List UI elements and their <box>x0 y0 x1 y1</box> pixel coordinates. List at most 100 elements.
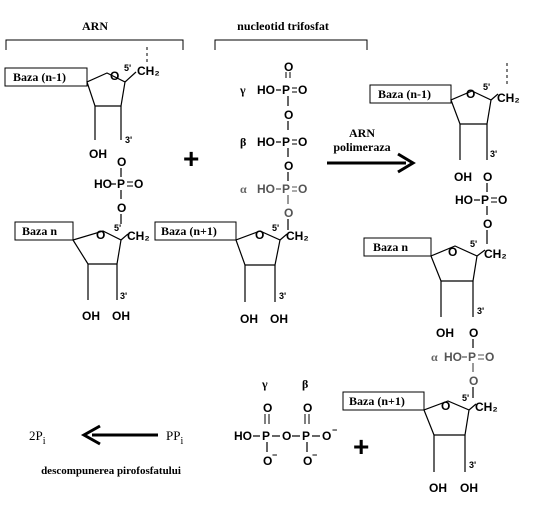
beta-o-double: O <box>298 135 307 149</box>
base-box-n <box>363 237 432 257</box>
ch2-label: CH₂ <box>137 64 160 78</box>
rna-nucleotide-n-minus-1: Baza (n-1) O 5' CH₂ OH 3' O HO P O O <box>4 46 160 224</box>
label-3-prime: 3' <box>120 291 127 301</box>
gamma-ho: HO <box>257 83 275 97</box>
ch2-label: CH₂ <box>497 91 520 105</box>
ring-oxygen: O <box>255 228 264 242</box>
base-label-n-plus-1: Baza (n+1) <box>349 394 405 408</box>
pp-o-top-1: O <box>263 401 272 415</box>
pp-o-bridge: O <box>282 429 291 443</box>
o-3-prime: O <box>469 326 478 340</box>
label-3-prime: 3' <box>279 291 286 301</box>
oh-3-prime: OH <box>112 309 130 323</box>
gamma-label: γ <box>261 377 268 391</box>
label-3-prime: 3' <box>477 306 484 316</box>
phosphate-ho: HO <box>94 177 112 191</box>
base-label-n-minus-1: Baza (n-1) <box>13 70 66 84</box>
enzyme-label-line1: ARN <box>349 126 375 140</box>
product-nucleotide-n-plus-1: Baza (n+1) O 5' CH₂ 3' OH OH <box>342 391 498 495</box>
two-pi-sub: i <box>43 436 46 447</box>
oh-3-prime: OH <box>270 312 288 326</box>
ntp-molecule: O γ HO P O O β HO P O O α HO P O O Baza … <box>154 60 309 326</box>
base-box-n-plus-1 <box>154 221 237 241</box>
ribose-ring <box>72 230 122 265</box>
ring-oxygen: O <box>466 87 475 101</box>
oh-2-prime: OH <box>82 309 100 323</box>
ppi-main: PP <box>166 428 180 443</box>
pp-o-top-2: O <box>303 401 312 415</box>
ntp-header: nucleotid trifosfat <box>214 19 368 50</box>
alpha-o-5: O <box>469 374 478 388</box>
pyrophosphate: γ β O O HO P O P O − O − O − <box>234 377 337 468</box>
base-label-n: Baza n <box>22 224 57 238</box>
label-5-prime: 5' <box>114 223 121 233</box>
alpha-p: P <box>282 182 290 196</box>
ppi-sub: i <box>180 436 183 447</box>
phosphate-o-double: O <box>134 177 143 191</box>
ring-oxygen: O <box>110 69 119 83</box>
ppi-label: PPi <box>166 428 183 447</box>
enzyme-label-line2: polimeraza <box>333 140 390 154</box>
base-box-n-minus-1 <box>369 84 452 104</box>
phosphate-o-double: O <box>498 193 507 207</box>
alpha-label: α <box>431 350 438 364</box>
label-5-prime: 5' <box>483 82 490 92</box>
beta-label: β <box>240 135 246 149</box>
alpha-o-double: O <box>485 350 494 364</box>
pp-o-bottom-2: O <box>303 454 312 468</box>
label-5-prime: 5' <box>462 393 469 403</box>
rna-nucleotide-n: Baza n O 5' CH₂ 3' OH OH <box>14 221 150 323</box>
ring-oxygen: O <box>441 399 450 413</box>
rna-header: ARN <box>5 19 184 50</box>
pp-o-bottom-1: O <box>263 454 272 468</box>
decomposition-caption: descompunerea pirofosfatului <box>41 465 181 477</box>
polymerase-arrow: ARN polimeraza <box>327 126 416 174</box>
label-5-prime: 5' <box>470 239 477 249</box>
beta-alpha-o: O <box>284 159 293 173</box>
label-3-prime: 3' <box>125 135 132 145</box>
oh-2-prime: OH <box>454 170 472 184</box>
plus-sign-left: + <box>183 143 199 174</box>
oh-2-prime: OH <box>429 481 447 495</box>
ring-oxygen: O <box>448 245 457 259</box>
ribose-ring <box>86 72 126 107</box>
two-pi-label: 2Pi <box>29 428 46 447</box>
pp-o-right: O <box>322 429 331 443</box>
pp-charge-2: − <box>312 450 317 460</box>
alpha-ho: HO <box>444 350 462 364</box>
rna-header-label: ARN <box>82 19 108 33</box>
base-box-n <box>14 221 74 241</box>
oh-2-prime: OH <box>89 147 107 161</box>
alpha-o-5: O <box>284 206 293 220</box>
gamma-label: γ <box>239 83 246 97</box>
o-5-prime-link: O <box>117 201 126 215</box>
plus-sign-bottom: + <box>353 431 369 462</box>
alpha-p: P <box>468 350 476 364</box>
ch2-label: CH₂ <box>127 229 150 243</box>
o-3-prime: O <box>117 155 126 169</box>
gamma-top-o: O <box>284 60 293 74</box>
phosphate-ho: HO <box>455 193 473 207</box>
beta-p: P <box>282 135 290 149</box>
o-3-prime: O <box>483 170 492 184</box>
label-5-prime: 5' <box>272 223 279 233</box>
ribose-ring <box>235 230 281 266</box>
ch2-label: CH₂ <box>286 229 309 243</box>
ribose-ring <box>450 90 492 125</box>
label-3-prime: 3' <box>490 149 497 159</box>
pp-p1: P <box>262 429 270 443</box>
ch2-label: CH₂ <box>484 247 507 261</box>
base-box-n-minus-1 <box>4 67 88 87</box>
base-label-n-minus-1: Baza (n-1) <box>378 87 431 101</box>
base-label-n-plus-1: Baza (n+1) <box>161 224 217 238</box>
gamma-beta-o: O <box>284 108 293 122</box>
pp-p2: P <box>302 429 310 443</box>
oh-2-prime: OH <box>240 312 258 326</box>
beta-label: β <box>302 377 308 391</box>
base-box-n-plus-1 <box>342 391 425 411</box>
pyrophosphate-decomposition: 2Pi PPi descompunerea pirofosfatului <box>29 424 183 477</box>
ntp-header-label: nucleotid trifosfat <box>237 19 329 33</box>
ring-oxygen: O <box>96 228 105 242</box>
